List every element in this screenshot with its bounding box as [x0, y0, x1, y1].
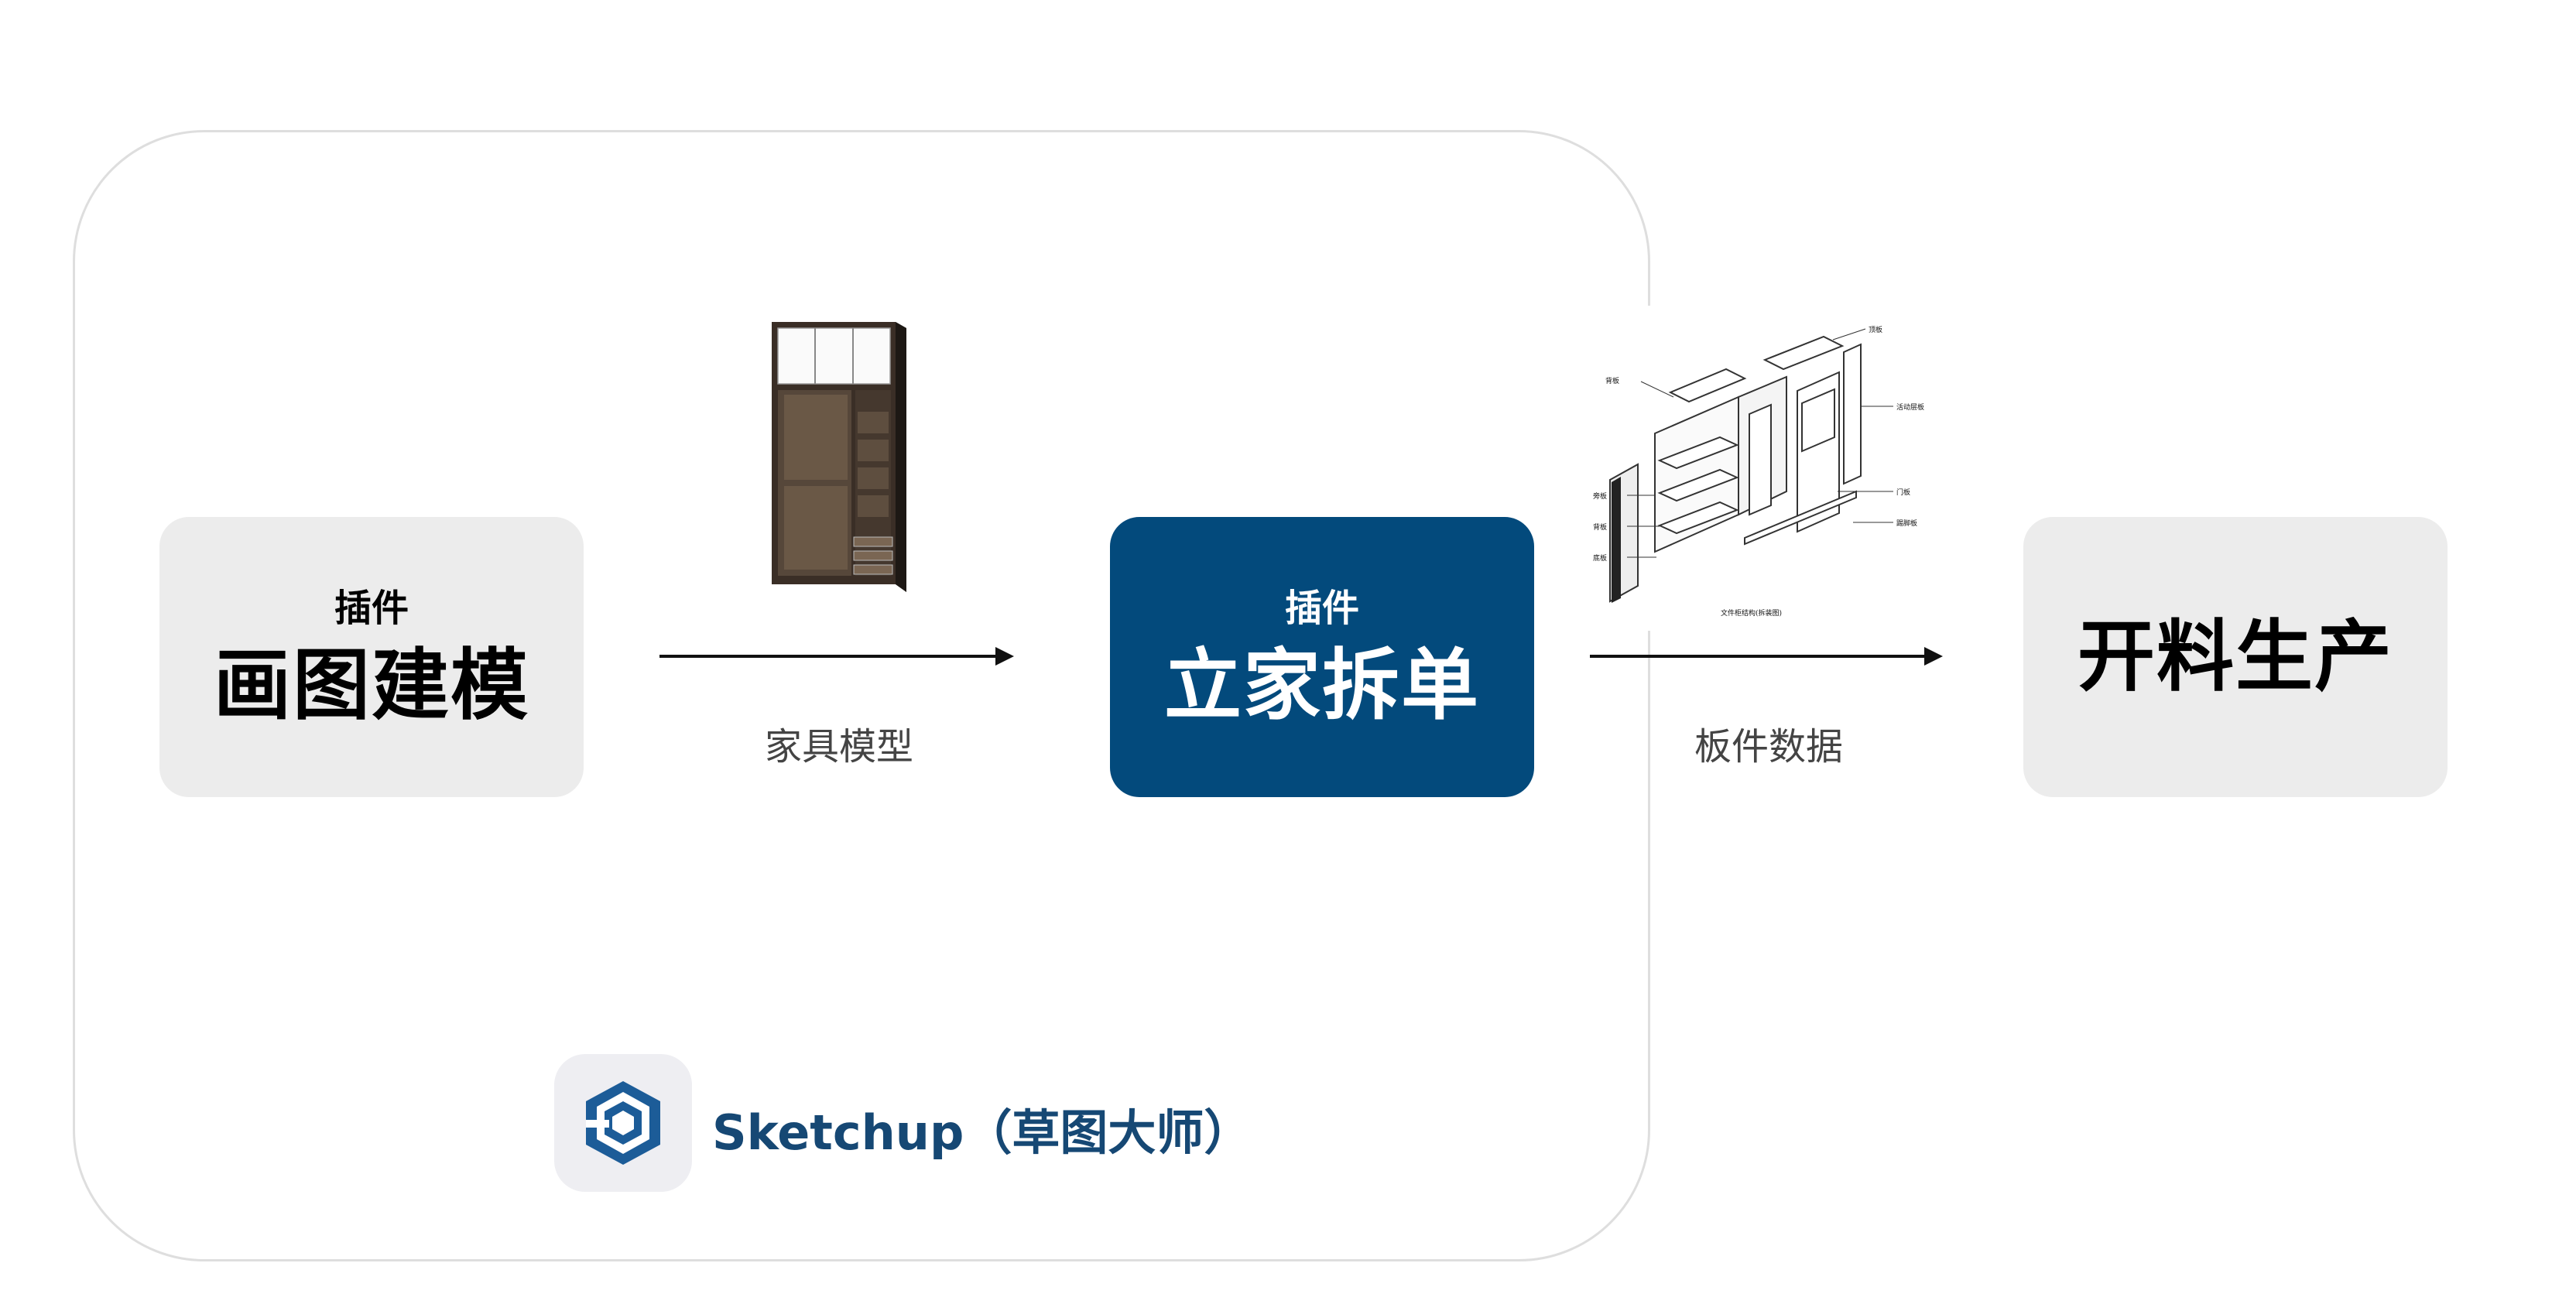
label-side-panel: 旁板 — [1593, 491, 1607, 501]
node-split-order: 插件 立家拆单 — [1110, 517, 1534, 797]
node-draw-modeling: 插件 画图建模 — [159, 517, 584, 797]
node-split-title: 立家拆单 — [1164, 640, 1480, 731]
exploded-cabinet-image: 顶板 背板 活动层板 旁板 背板 门板 底板 踢脚板 文件柜结构(拆装图) — [1593, 325, 1924, 618]
label-back-panel: 背板 — [1605, 376, 1619, 385]
label-shelf-panel: 活动层板 — [1896, 402, 1924, 412]
label-kick-panel: 踢脚板 — [1896, 519, 1917, 528]
node-draw-title: 画图建模 — [214, 640, 529, 731]
node-draw-sub: 插件 — [334, 587, 409, 630]
exploded-caption: 文件柜结构(拆装图) — [1721, 608, 1782, 618]
edge-label-model: 家具模型 — [764, 725, 913, 768]
node-production: 开料生产 — [2023, 517, 2448, 797]
node-split-sub: 插件 — [1284, 587, 1359, 630]
wardrobe-model-image — [772, 322, 906, 592]
arrow-model — [659, 647, 1014, 666]
sketchup-app-name: Sketchup（草图大师） — [712, 1104, 1252, 1161]
label-bottom-panel: 底板 — [1593, 553, 1607, 563]
sketchup-logo-icon — [554, 1054, 692, 1192]
arrow-panels — [1590, 647, 1943, 666]
label-top-panel: 顶板 — [1869, 325, 1882, 334]
label-door-panel: 门板 — [1896, 488, 1910, 497]
label-back-panel-2: 背板 — [1593, 522, 1607, 532]
sketchup-group-frame — [73, 130, 1650, 1261]
node-production-title: 开料生产 — [2078, 611, 2393, 702]
edge-label-panels: 板件数据 — [1694, 725, 1843, 768]
